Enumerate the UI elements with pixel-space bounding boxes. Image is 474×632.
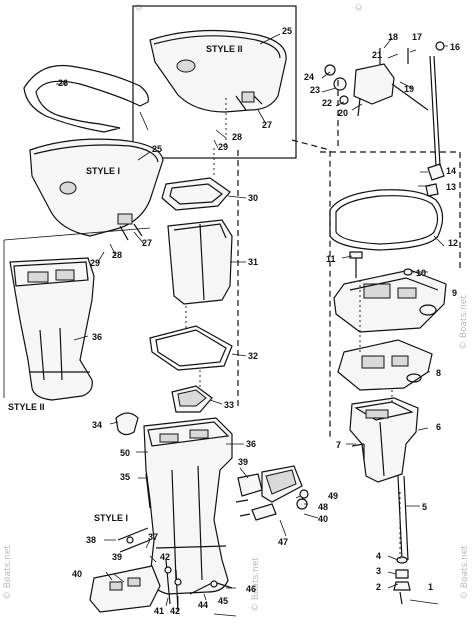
lower-hardware	[117, 473, 233, 613]
part-32	[149, 325, 233, 371]
callout-7: 7	[336, 440, 341, 450]
callout-38: 38	[86, 535, 96, 545]
watermark: © Boats.net	[355, 0, 365, 12]
callout-34: 34	[92, 420, 102, 430]
callout-3: 3	[376, 566, 381, 576]
callout-8: 8	[436, 368, 441, 378]
callout-30: 30	[248, 193, 258, 203]
callout-10: 10	[416, 268, 426, 278]
callout-28: 28	[232, 132, 242, 142]
callout-35: 35	[120, 472, 130, 482]
callout-9: 9	[452, 288, 457, 298]
callout-22: 22	[322, 98, 332, 108]
style-ii-bracket	[3, 227, 151, 398]
callout-41: 41	[154, 606, 164, 616]
callout-29: 29	[218, 142, 228, 152]
callout-32: 32	[248, 351, 258, 361]
watermark: © Boats.net	[459, 295, 469, 350]
callout-19: 19	[404, 84, 414, 94]
callout-27: 27	[262, 120, 272, 130]
callout-36: 36	[246, 439, 256, 449]
part-40-lower-plate	[89, 565, 161, 613]
callout-33: 33	[224, 400, 234, 410]
callout-39: 39	[112, 552, 122, 562]
callout-11: 11	[326, 254, 336, 264]
callout-46: 46	[246, 584, 256, 594]
parts-10-11	[349, 251, 413, 278]
callout-5: 5	[422, 502, 427, 512]
style-i-label-mid: STYLE I	[86, 166, 120, 176]
callout-16: 16	[450, 42, 460, 52]
callout-17: 17	[412, 32, 422, 42]
style-ii-box	[132, 5, 297, 159]
callout-24: 24	[304, 72, 314, 82]
part-34	[115, 412, 139, 436]
part-33	[171, 385, 213, 413]
callout-47: 47	[278, 537, 288, 547]
style-i-label-bottom: STYLE I	[94, 513, 128, 523]
callout-44: 44	[198, 600, 208, 610]
callout-2: 2	[376, 582, 381, 592]
part-12-seal	[329, 189, 444, 251]
part-9-adapter-plate	[333, 269, 447, 333]
callout-6: 6	[436, 422, 441, 432]
callout-20: 20	[338, 108, 348, 118]
part-16	[435, 41, 445, 51]
watermark: © Boats.net	[460, 545, 470, 600]
part-31	[167, 219, 233, 305]
seal-26	[23, 64, 149, 133]
style-ii-label-left: STYLE II	[8, 402, 45, 412]
callout-40: 40	[318, 514, 328, 524]
parts-19-24-mechanism	[324, 63, 429, 117]
parts-39-49	[235, 465, 309, 521]
style-ii-label-top: STYLE II	[206, 44, 243, 54]
callout-50: 50	[120, 448, 130, 458]
alignment-dashes	[237, 80, 461, 440]
callout-27: 27	[142, 238, 152, 248]
callout-25: 25	[152, 144, 162, 154]
callout-28: 28	[112, 250, 122, 260]
callout-1: 1	[428, 582, 433, 592]
callout-49: 49	[328, 491, 338, 501]
part-30	[161, 177, 231, 211]
part-15-rod	[429, 55, 441, 167]
callout-25: 25	[282, 26, 292, 36]
callout-18: 18	[388, 32, 398, 42]
part-5-rod	[397, 475, 409, 561]
callout-45: 45	[218, 596, 228, 606]
part-7-bolt	[351, 443, 365, 460]
callout-14: 14	[446, 166, 456, 176]
callout-4: 4	[376, 551, 381, 561]
watermark: © Boats.net	[3, 545, 13, 600]
callout-21: 21	[372, 50, 382, 60]
parts-2-4	[393, 556, 411, 605]
callout-37: 37	[148, 532, 158, 542]
callout-13: 13	[446, 182, 456, 192]
leader-lines	[56, 33, 448, 617]
callout-40: 40	[72, 569, 82, 579]
callout-39: 39	[238, 457, 248, 467]
callout-12: 12	[448, 238, 458, 248]
callout-36: 36	[92, 332, 102, 342]
callout-43: 42	[160, 552, 170, 562]
callout-42: 42	[170, 606, 180, 616]
callout-31: 31	[248, 257, 258, 267]
center-driveshaft-housing	[143, 417, 233, 595]
style-ii-cowl-pan	[149, 29, 287, 113]
style-ii-driveshaft-housing	[9, 257, 95, 401]
callout-23: 23	[310, 85, 320, 95]
parts-13-14	[425, 163, 445, 197]
part-6-mount	[349, 397, 419, 483]
callout-26: 26	[58, 78, 68, 88]
alignment-dots	[185, 98, 401, 560]
part-8-gasket	[337, 339, 433, 391]
callout-48: 48	[318, 502, 328, 512]
style-i-cowl-pan	[29, 138, 164, 241]
callout-29: 29	[90, 258, 100, 268]
watermark: © Boats.net	[251, 557, 261, 612]
